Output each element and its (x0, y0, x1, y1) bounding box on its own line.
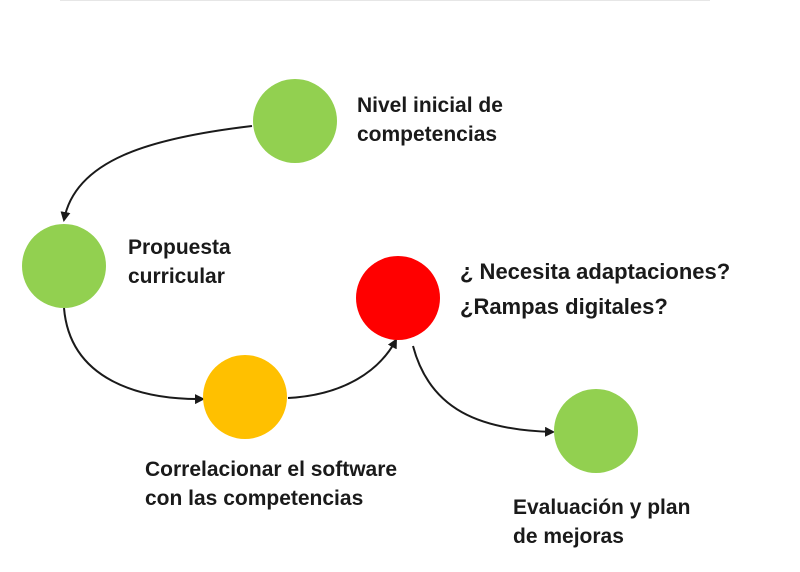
arrow-propuesta-to-correlacionar (63, 307, 205, 405)
label-nivel-line-2: competencias (357, 123, 498, 146)
label-nivel-line-1: Nivel inicial de (357, 94, 503, 117)
arrow-nivel-to-propuesta (60, 125, 253, 222)
label-adaptaciones: ¿ Necesita adaptaciones? ¿Rampas digital… (460, 254, 730, 324)
label-correlacionar-line-1: Correlacionar el software (145, 458, 398, 481)
node-circle-propuesta (22, 224, 106, 308)
label-adaptaciones-line-2: ¿Rampas digitales? (460, 294, 668, 319)
arrow-adaptaciones-to-evaluacion (412, 345, 555, 437)
label-correlacionar: Correlacionar el software con las compet… (145, 455, 397, 513)
arrow-correlacionar-to-adaptaciones (287, 338, 397, 399)
label-evaluacion: Evaluación y plan de mejoras (513, 493, 690, 551)
label-propuesta-line-2: curricular (128, 265, 225, 288)
label-nivel: Nivel inicial de competencias (357, 91, 503, 149)
label-correlacionar-line-2: con las competencias (145, 487, 364, 510)
node-circle-adaptaciones (356, 256, 440, 340)
node-circle-nivel (253, 79, 337, 163)
node-circle-correlacionar (203, 355, 287, 439)
label-evaluacion-line-2: de mejoras (513, 525, 624, 548)
label-propuesta-line-1: Propuesta (128, 236, 231, 259)
top-divider (60, 0, 710, 1)
label-propuesta: Propuesta curricular (128, 233, 231, 291)
node-circle-evaluacion (554, 389, 638, 473)
label-evaluacion-line-1: Evaluación y plan (513, 496, 691, 519)
label-adaptaciones-line-1: ¿ Necesita adaptaciones? (460, 259, 731, 284)
